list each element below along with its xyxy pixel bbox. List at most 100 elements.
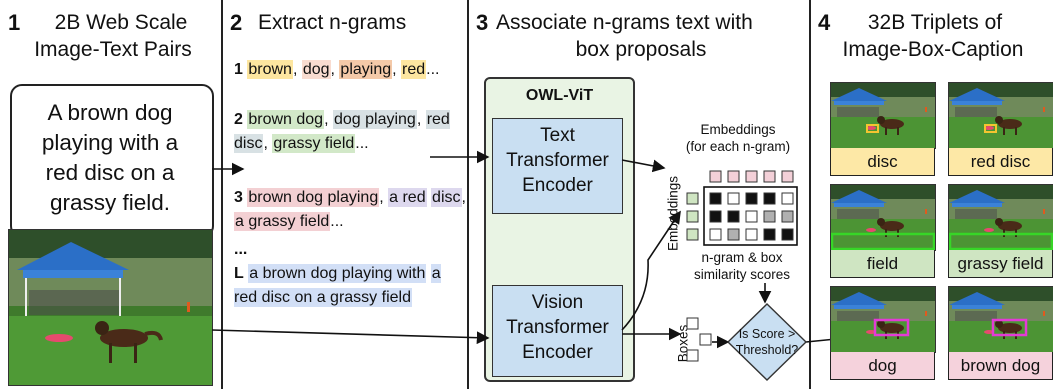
- ellipsis: ...: [426, 61, 440, 78]
- encoder-label: Encoder: [522, 175, 593, 196]
- divider-1: [221, 0, 223, 389]
- label-line: Is Score >: [738, 327, 796, 341]
- caption-line: playing with a: [41, 130, 179, 155]
- divider-3: [809, 0, 811, 389]
- step-title: Extract n-grams: [258, 11, 407, 34]
- ngram-chip: grassy field: [272, 134, 356, 153]
- divider-2: [467, 0, 469, 389]
- encoder-label: Transformer: [506, 317, 609, 338]
- similarity-cell: [781, 192, 794, 205]
- similarity-cell: [745, 192, 758, 205]
- encoder-label: Transformer: [506, 150, 609, 171]
- step-title-line1: 32B Triplets of: [867, 11, 1003, 34]
- separator: ,: [263, 135, 273, 152]
- label-line: similarity scores: [693, 267, 790, 282]
- caption-card: [10, 84, 214, 238]
- step-title-line2: Image-Box-Caption: [842, 38, 1024, 61]
- similarity-cell: [709, 228, 722, 241]
- step-number: 1: [8, 10, 21, 35]
- triplet-image: [948, 286, 1053, 353]
- text-embedding-squares: [709, 170, 794, 183]
- similarity-cell: [781, 210, 794, 223]
- triplet-image: [948, 184, 1053, 251]
- ngram-order-label: L: [234, 265, 244, 282]
- ngram-chip: brown: [247, 60, 293, 79]
- similarity-label: n-gram & box similarity scores: [677, 249, 807, 283]
- ellipsis: ...: [355, 135, 369, 152]
- similarity-cell: [727, 192, 740, 205]
- triplet-caption: dog: [830, 352, 935, 380]
- triplet-caption: brown dog: [948, 352, 1053, 380]
- ellipsis: ...: [234, 241, 248, 258]
- ngram-order-label: 3: [234, 189, 243, 206]
- similarity-cell: [763, 192, 776, 205]
- triplet-caption: disc: [830, 148, 935, 176]
- similarity-cell: [727, 210, 740, 223]
- triplet-image: [830, 82, 936, 149]
- separator: ,: [461, 189, 466, 206]
- ngram-order-label: 1: [234, 61, 243, 78]
- box-embedding-squares: [686, 192, 699, 241]
- separator: ,: [292, 61, 302, 78]
- decision-label: Is Score > Threshold?: [731, 326, 803, 358]
- caption-line: red disc on a: [45, 160, 175, 185]
- caption-line: grassy field.: [49, 190, 171, 215]
- step-number: 4: [818, 10, 831, 35]
- similarity-grid-frame: [703, 186, 798, 246]
- text-encoder: Text Transformer Encoder: [492, 118, 623, 214]
- ngram-row-l: L a brown dog playing with a red disc on…: [234, 262, 466, 310]
- box-proposal-squares: [686, 317, 712, 362]
- label-line: n-gram & box: [701, 250, 783, 265]
- dog-photo: [8, 229, 213, 386]
- embeddings-top-label: Embeddings (for each n-gram): [683, 121, 793, 155]
- step-number: 2: [230, 10, 243, 35]
- similarity-cell: [763, 228, 776, 241]
- ngram-order-label: 2: [234, 111, 243, 128]
- separator: ,: [416, 111, 426, 128]
- ngram-row-2: 2 brown dog, dog playing, red disc, gras…: [234, 108, 466, 156]
- ngram-chip: dog playing: [332, 110, 417, 129]
- step-number: 3: [476, 10, 489, 35]
- ngram-chip: a red: [388, 188, 427, 207]
- label-line: Threshold?: [735, 343, 799, 357]
- separator: ,: [379, 189, 389, 206]
- owl-vit-title: OWL-ViT: [525, 87, 594, 104]
- ngram-chip: a brown dog playing with: [248, 264, 427, 283]
- step-title-line2: Image-Text Pairs: [34, 38, 192, 61]
- encoder-label: Text: [540, 125, 575, 146]
- label-line: Embeddings: [700, 122, 776, 137]
- ngram-chip: a grassy field: [234, 212, 331, 231]
- ngram-chip: red: [401, 60, 427, 79]
- similarity-cell: [763, 210, 776, 223]
- ngram-row-3: 3 brown dog playing, a red disc, a grass…: [234, 186, 466, 234]
- caption-line: A brown dog: [47, 100, 173, 125]
- separator: ,: [392, 61, 402, 78]
- ngram-chip: brown dog: [247, 110, 325, 129]
- ngram-chip: dog: [301, 60, 331, 79]
- triplet-image: [830, 286, 936, 353]
- separator: ,: [330, 61, 340, 78]
- triplet-caption: grassy field: [948, 250, 1053, 278]
- similarity-cell: [709, 210, 722, 223]
- step-title-line1: 2B Web Scale: [54, 11, 188, 34]
- caption-text: A brown dog playing with a red disc on a…: [16, 98, 204, 218]
- vision-encoder: Vision Transformer Encoder: [492, 285, 623, 377]
- similarity-cell: [781, 228, 794, 241]
- separator: ,: [324, 111, 333, 128]
- arrow-photo-to-vision-encoder: [211, 329, 490, 345]
- encoder-label: Encoder: [522, 342, 593, 363]
- similarity-cell: [745, 228, 758, 241]
- triplet-caption: red disc: [948, 148, 1053, 176]
- ngram-row-1: 1 brown, dog, playing, red...: [234, 58, 466, 82]
- triplet-image: [948, 82, 1053, 149]
- triplet-caption: field: [830, 250, 935, 278]
- ngram-chip: disc: [431, 188, 462, 207]
- similarity-cell: [745, 210, 758, 223]
- ngram-chip: brown dog playing: [247, 188, 380, 207]
- ngram-dots: ...: [234, 238, 466, 262]
- ellipsis: ...: [330, 213, 344, 230]
- encoder-label: Vision: [531, 292, 584, 313]
- embeddings-side-label: Embeddings: [665, 175, 681, 252]
- triplet-image: [830, 184, 936, 251]
- similarity-cell: [727, 228, 740, 241]
